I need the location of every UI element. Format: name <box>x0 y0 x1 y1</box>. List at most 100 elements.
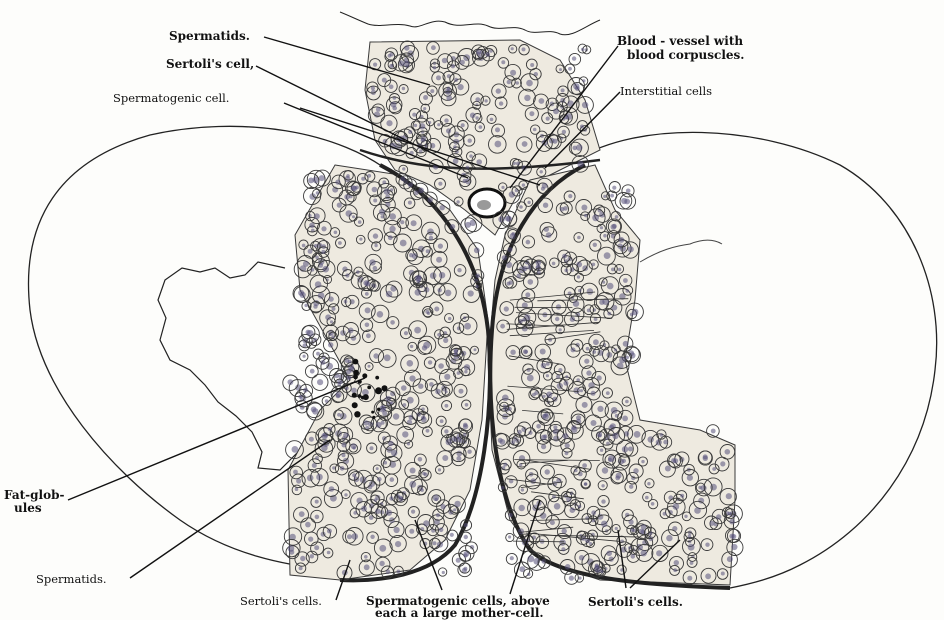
cell-nucleus <box>431 45 436 50</box>
cell-nucleus <box>511 47 514 50</box>
cell-nucleus <box>338 241 342 245</box>
cell-nucleus <box>721 572 725 576</box>
cell-nucleus <box>570 317 575 322</box>
cell-nucleus <box>441 504 446 509</box>
cell-nucleus <box>446 128 451 133</box>
cell-nucleus <box>476 159 482 165</box>
cell-nucleus <box>395 541 401 547</box>
cell-nucleus <box>443 338 448 343</box>
cell-nucleus <box>315 256 319 260</box>
cell-nucleus <box>325 399 329 403</box>
cell-nucleus <box>465 403 469 407</box>
cell-nucleus <box>712 467 716 471</box>
cell-nucleus <box>437 333 441 337</box>
cell-nucleus <box>725 449 731 455</box>
cell-nucleus <box>400 177 405 182</box>
label-sertoli-top: Sertoli's cell, <box>166 57 254 71</box>
cell-nucleus <box>390 286 396 292</box>
cell-nucleus <box>469 154 472 157</box>
cell-nucleus <box>527 201 530 204</box>
cell-nucleus <box>433 541 437 545</box>
cell-nucleus <box>377 477 382 482</box>
label-blood-vessel-line2: blood corpuscles. <box>627 48 744 62</box>
cell-nucleus <box>307 330 314 337</box>
cell-nucleus <box>309 437 314 442</box>
cell-nucleus <box>698 486 701 489</box>
cell-nucleus <box>592 350 596 354</box>
cell-nucleus <box>600 449 603 452</box>
cell-nucleus <box>461 123 465 127</box>
cell-nucleus <box>389 213 396 220</box>
cell-nucleus <box>687 576 692 581</box>
cell-nucleus <box>356 270 360 274</box>
cell-nucleus <box>434 307 439 312</box>
cell-nucleus <box>379 545 386 552</box>
cell-nucleus <box>581 205 587 211</box>
cell-nucleus <box>342 453 346 457</box>
cell-nucleus <box>561 547 565 551</box>
cell-nucleus <box>585 516 589 520</box>
cell-nucleus <box>600 226 603 229</box>
cell-nucleus <box>555 317 559 321</box>
cell-nucleus <box>464 553 468 557</box>
cell-nucleus <box>416 276 421 281</box>
cell-nucleus <box>626 189 631 194</box>
cell-nucleus <box>342 266 347 271</box>
cell-nucleus <box>524 95 530 101</box>
cell-nucleus <box>436 513 440 517</box>
cell-nucleus <box>412 113 416 117</box>
cell-nucleus <box>288 379 294 385</box>
cell-nucleus <box>720 461 725 466</box>
cell-nucleus <box>332 307 336 311</box>
cell-nucleus <box>394 527 400 533</box>
cell-nucleus <box>421 415 425 419</box>
cell-nucleus <box>550 520 555 525</box>
cell-nucleus <box>363 420 368 425</box>
cell-nucleus <box>729 534 734 539</box>
cell-nucleus <box>604 252 611 259</box>
cell-nucleus <box>325 314 331 320</box>
cell-nucleus <box>628 447 633 452</box>
cell-nucleus <box>508 535 511 538</box>
cell-nucleus <box>666 535 672 541</box>
cell-nucleus <box>536 424 541 429</box>
cell-nucleus <box>300 292 306 298</box>
cell-nucleus <box>584 483 587 486</box>
cell-nucleus <box>313 304 317 308</box>
cell-nucleus <box>407 442 410 445</box>
cell-nucleus <box>490 118 494 122</box>
cell-nucleus <box>450 533 454 537</box>
cell-nucleus <box>540 349 546 355</box>
cell-nucleus <box>474 348 477 351</box>
cell-nucleus <box>565 451 569 455</box>
cell-nucleus <box>501 186 504 189</box>
cell-nucleus <box>619 357 626 364</box>
cell-nucleus <box>546 232 552 238</box>
cell-nucleus <box>576 415 581 420</box>
cell-nucleus <box>568 67 572 71</box>
cell-nucleus <box>336 392 342 398</box>
cell-nucleus <box>400 220 404 224</box>
cell-nucleus <box>402 431 408 437</box>
cell-nucleus <box>418 384 423 389</box>
cell-nucleus <box>444 374 450 380</box>
cell-nucleus <box>499 101 503 105</box>
cell-nucleus <box>328 342 333 347</box>
fat-globule <box>358 394 362 398</box>
cell-nucleus <box>578 505 582 509</box>
cell-nucleus <box>317 379 323 385</box>
cell-nucleus <box>634 431 641 438</box>
cell-nucleus <box>302 244 306 248</box>
cell-nucleus <box>647 482 650 485</box>
cell-nucleus <box>399 497 404 502</box>
cell-nucleus <box>388 441 393 446</box>
cell-nucleus <box>612 224 617 229</box>
cell-nucleus <box>404 331 408 335</box>
cell-nucleus <box>426 249 430 253</box>
cell-nucleus <box>578 577 581 580</box>
cell-nucleus <box>418 457 423 462</box>
cell-nucleus <box>353 511 357 515</box>
cell-nucleus <box>374 112 380 118</box>
cell-nucleus <box>559 68 562 71</box>
cell-nucleus <box>498 216 504 222</box>
